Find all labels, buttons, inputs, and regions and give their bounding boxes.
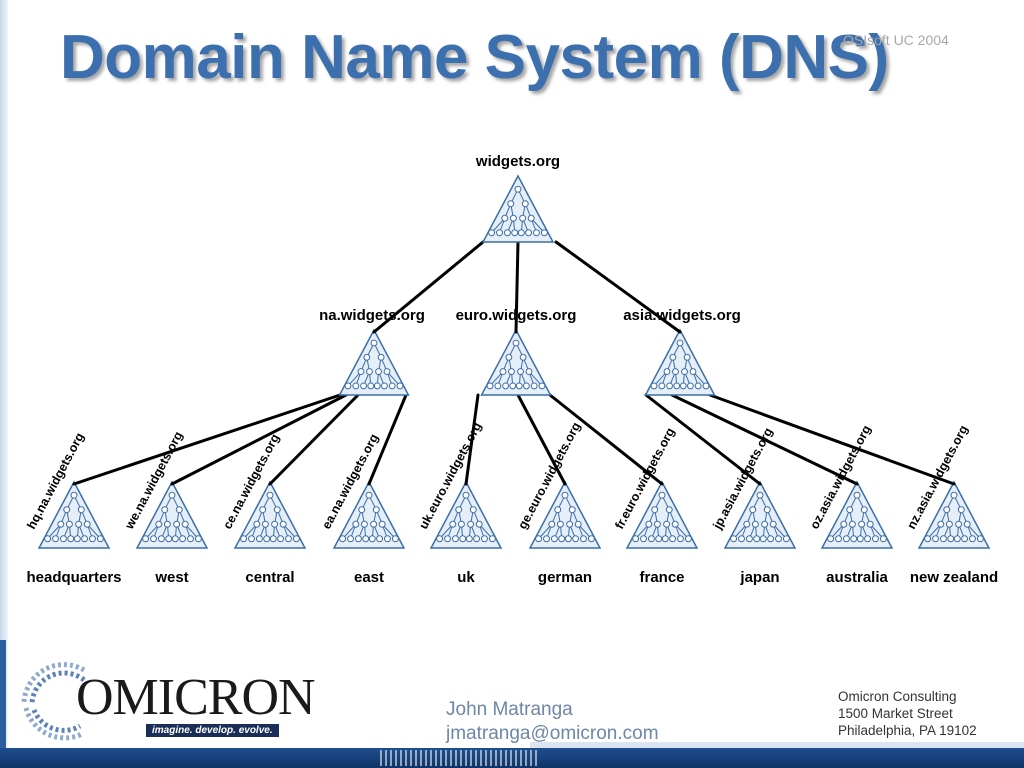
subdomain-label: german <box>538 569 592 586</box>
tree-edge <box>464 393 480 486</box>
tree-edge <box>514 240 520 334</box>
domain-node <box>480 328 552 396</box>
presenter-email: jmatranga@omicron.com <box>446 723 659 744</box>
subdomain-label: australia <box>826 569 888 586</box>
subdomain-label: japan <box>739 569 779 586</box>
subdomain-node <box>917 480 991 549</box>
tree-edge <box>670 393 859 486</box>
company-address: Omicron Consulting 1500 Market Street Ph… <box>838 688 977 739</box>
tree-edge <box>367 393 408 486</box>
address-line: Philadelphia, PA 19102 <box>838 723 977 738</box>
tree-edge <box>372 240 485 334</box>
logo-wordmark: OMICRON <box>76 669 316 726</box>
left-accent-bar <box>0 640 6 768</box>
root-node <box>481 174 555 243</box>
omicron-logo: OMICRON imagine. develop. evolve. <box>18 658 316 742</box>
subdomain-label: headquarters <box>26 569 121 586</box>
domain-label: na.widgets.org <box>319 307 425 324</box>
tree-edge <box>268 393 360 486</box>
left-decorative-stripe <box>0 0 9 768</box>
presenter-name: John Matranga <box>446 699 573 720</box>
subdomain-node <box>723 480 797 549</box>
subdomain-label: east <box>354 569 384 586</box>
logo-swoosh-icon <box>21 662 86 741</box>
dns-tree-diagram: headquarters west central east uk german franc… <box>24 153 998 586</box>
subdomain-node <box>233 480 307 549</box>
root-label: widgets.org <box>475 153 560 170</box>
subdomain-label: new zealand <box>910 569 998 586</box>
tree-edge <box>72 393 342 486</box>
subdomain-node <box>625 480 699 549</box>
footer-tick-pattern <box>380 750 540 766</box>
watermark-text: OSIsoft UC 2004 <box>843 32 949 48</box>
subdomain-node <box>332 480 406 549</box>
address-line: Omicron Consulting <box>838 689 957 704</box>
address-line: 1500 Market Street <box>838 706 953 721</box>
logo-tagline: imagine. develop. evolve. <box>146 724 279 737</box>
subdomain-label: uk <box>457 569 475 586</box>
footer-light-stripe <box>530 742 1024 748</box>
tree-edge <box>170 393 348 486</box>
subdomain-node <box>820 480 894 549</box>
domain-label: euro.widgets.org <box>456 307 577 324</box>
domain-node <box>644 328 716 396</box>
slide-title: Domain Name System (DNS) <box>60 23 889 92</box>
subdomain-label: west <box>154 569 188 586</box>
tree-edge <box>516 393 567 486</box>
domain-node <box>338 328 410 396</box>
subdomain-node <box>37 480 111 549</box>
subdomain-node <box>135 480 209 549</box>
subdomain-node <box>528 480 602 549</box>
tree-edge <box>548 393 664 486</box>
subdomain-label: central <box>245 569 294 586</box>
tree-edge <box>644 393 762 486</box>
domain-label: asia.widgets.org <box>623 307 741 324</box>
tree-edge <box>554 240 682 334</box>
tree-edge <box>708 393 956 486</box>
subdomain-label: france <box>639 569 684 586</box>
subdomain-node <box>429 480 503 549</box>
